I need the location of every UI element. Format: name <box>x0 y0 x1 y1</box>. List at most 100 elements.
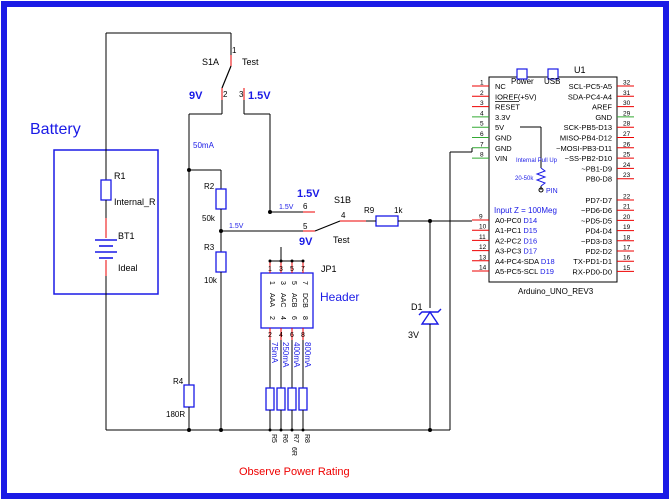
arduino-pin-label: VIN <box>495 154 508 163</box>
header-side-pin: 3 <box>279 281 286 285</box>
load-resistor <box>298 387 308 411</box>
arduino-pin-number: 4 <box>480 110 484 117</box>
header-title: Header <box>320 290 359 304</box>
header-pin-number: 7 <box>301 266 305 273</box>
arduino-pin-label: A3-PC3 D17 <box>495 247 537 256</box>
arduino-pin-label: GND <box>495 134 512 143</box>
arduino-pin-number: 12 <box>479 244 487 251</box>
arduino-pin-number: 21 <box>623 204 631 211</box>
resistor-r9 <box>375 215 399 227</box>
arduino-pin-label: SCL-PC5-A5 <box>569 82 612 91</box>
s1a-name: S1A <box>202 57 219 67</box>
arduino-pin-label: 5V <box>495 123 504 132</box>
pullup-value: 20-50k <box>515 176 534 182</box>
load-resistor-name: R5 <box>270 434 277 443</box>
header-pin-number: 3 <box>279 266 283 273</box>
power-jack <box>516 68 528 80</box>
arduino-pin-number: 27 <box>623 131 631 138</box>
load-current-label: 800mA <box>303 342 312 368</box>
junction-dot <box>219 229 223 233</box>
header-pin-number: 6 <box>290 332 294 339</box>
arduino-pin-label: NC <box>495 82 506 91</box>
arduino-pin-number: 8 <box>480 152 484 159</box>
load-resistor <box>265 387 275 411</box>
pin-label: PIN <box>546 188 558 195</box>
resistor-r2 <box>215 188 227 210</box>
load-current-label: 400mA <box>292 342 301 368</box>
jp1-name: JP1 <box>321 264 337 274</box>
arduino-pin-label: ~PD6-D6 <box>581 206 612 215</box>
arduino-pin-label: PD7-D7 <box>585 196 612 205</box>
bt1-desc: Ideal <box>118 263 138 273</box>
arduino-pin-number: 20 <box>623 214 631 221</box>
junction-dot <box>290 428 294 432</box>
header-pin-number: 4 <box>279 332 283 339</box>
r9-label: R9 <box>364 206 375 215</box>
arduino-pin-number: 18 <box>623 234 631 241</box>
arduino-pin-number: 25 <box>623 152 631 159</box>
header-cell-label: DCB <box>301 293 308 308</box>
input-impedance: Input Z = 100Meg <box>494 206 557 215</box>
arduino-pin-label: SDA-PC4-A4 <box>568 92 612 101</box>
arduino-pin-number: 31 <box>623 90 631 97</box>
arduino-pin-number: 5 <box>480 121 484 128</box>
r4-label: R4 <box>173 377 184 386</box>
header-side-pin: 2 <box>268 316 275 320</box>
junction-dot <box>279 428 283 432</box>
resistor-r1 <box>100 179 112 201</box>
junction-dot <box>268 210 272 214</box>
header-side-pin: 5 <box>290 281 297 285</box>
resistor-r4 <box>183 384 195 408</box>
arduino-pin-label: ~SS-PB2-D10 <box>565 154 612 163</box>
arduino-pin-number: 7 <box>480 141 484 148</box>
r4-value: 180R <box>166 410 185 419</box>
pin-node <box>538 187 544 193</box>
load-current-label: 75mA <box>270 342 279 364</box>
arduino-pin-label: RESET <box>495 103 520 112</box>
r3-value: 10k <box>204 276 218 285</box>
arduino-right-pins: 32SCL-PC5-A531SDA-PC4-A430AREF29GND28SCK… <box>556 80 634 276</box>
d1-value: 3V <box>408 330 419 340</box>
junction-dot <box>268 428 272 432</box>
arduino-pin-label: A1-PC1 D15 <box>495 226 537 235</box>
arduino-model: Arduino_UNO_REV3 <box>518 287 594 296</box>
zener-diode-d1 <box>420 310 440 325</box>
battery-title: Battery <box>30 121 81 138</box>
zener-bar <box>418 308 442 316</box>
header-side-pin: 6 <box>290 316 297 320</box>
arduino-pin-label: PB0-D8 <box>586 175 612 184</box>
junction-dot <box>187 428 191 432</box>
r1-desc: Internal_R <box>114 197 156 207</box>
wire-label-1-5v-b: 1.5V <box>229 223 244 230</box>
s1b-name: S1B <box>334 195 351 205</box>
arduino-pin-number: 1 <box>480 80 484 87</box>
arduino-pin-number: 32 <box>623 80 631 87</box>
s1b-voltage-top: 1.5V <box>297 188 320 200</box>
arduino-pin-label: SCK-PB5-D13 <box>564 123 612 132</box>
s1b-test: Test <box>333 235 350 245</box>
arduino-pin-label: 3.3V <box>495 113 510 122</box>
header-side-pin: 1 <box>268 281 275 285</box>
arduino-pin-label: IOREF(+5V) <box>495 92 537 101</box>
header-side-pin: 8 <box>301 316 308 320</box>
header-side-pin: 7 <box>301 281 308 285</box>
s1b-voltage-bottom: 9V <box>299 236 313 248</box>
arduino-pin-label: ~PD5-D5 <box>581 216 612 225</box>
arduino-pin-number: 14 <box>479 265 487 272</box>
arduino-pin-number: 11 <box>479 234 486 241</box>
arduino-ref: U1 <box>574 65 586 75</box>
header-cell-label: AAA <box>268 293 275 307</box>
arduino-pin-number: 30 <box>623 100 631 107</box>
s1a-pin1: 1 <box>232 46 237 55</box>
d1-name: D1 <box>411 302 423 312</box>
arduino-pin-label: A5-PC5-SCL D19 <box>495 267 554 276</box>
s1a-pin2: 2 <box>223 90 228 99</box>
wire-label-1-5v: 1.5V <box>279 204 294 211</box>
arduino-pin-label: ~MOSI-PB3-D11 <box>556 144 612 153</box>
